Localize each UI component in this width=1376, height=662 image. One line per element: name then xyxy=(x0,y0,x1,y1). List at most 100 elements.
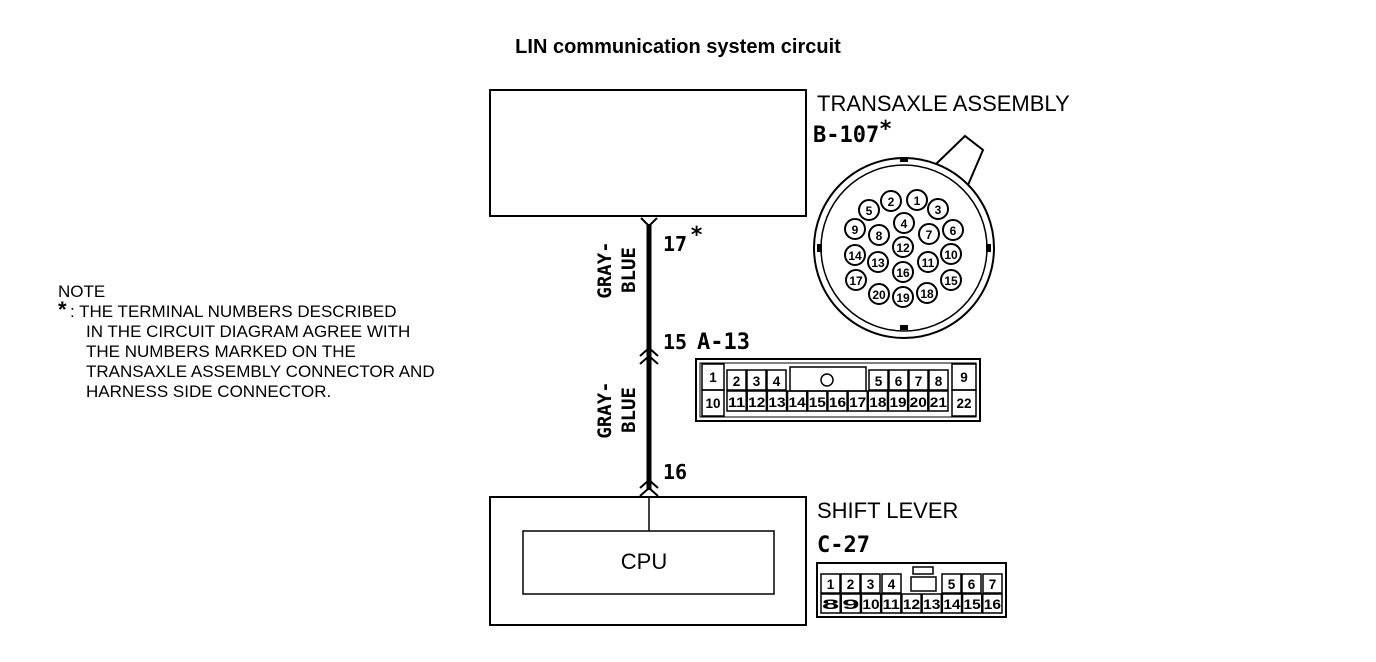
a13-cell-number: 9 xyxy=(960,370,968,385)
round-connector-key-bottom xyxy=(900,325,908,330)
c27-cell xyxy=(820,573,841,594)
round-pin xyxy=(867,251,889,273)
a13-cell xyxy=(746,390,768,412)
a13-cell xyxy=(951,389,977,417)
c27-cell-number: 3 xyxy=(867,577,875,592)
a13-cell-number: 10 xyxy=(705,396,720,411)
a13-cell-number: 20 xyxy=(910,395,927,410)
round-pin xyxy=(858,199,880,221)
note-line-2: IN THE CIRCUIT DIAGRAM AGREE WITH xyxy=(86,322,411,341)
a13-cell-number: 18 xyxy=(869,395,887,410)
transaxle-assembly-label: TRANSAXLE ASSEMBLY xyxy=(817,91,1070,116)
c27-cell-number: 16 xyxy=(984,597,1002,612)
note-line-4: TRANSAXLE ASSEMBLY CONNECTOR AND xyxy=(86,362,435,381)
wire-color-upper-line2: BLUE xyxy=(618,247,640,293)
a13-cell-number: 21 xyxy=(930,395,948,410)
a13-cell xyxy=(827,390,848,412)
c27-cell-number: 12 xyxy=(903,597,920,612)
round-pin xyxy=(940,269,962,291)
round-pin xyxy=(868,224,890,246)
c27-cell-number: 5 xyxy=(948,577,956,592)
transaxle-assembly-box xyxy=(489,89,807,217)
a13-cell xyxy=(726,390,747,412)
a13-cell xyxy=(766,390,788,412)
a13-cell-number: 22 xyxy=(956,396,971,411)
c27-cell-number: 15 xyxy=(964,597,982,612)
a13-cell xyxy=(908,369,929,391)
c27-cell xyxy=(840,573,861,594)
round-pin-number: 16 xyxy=(896,266,910,280)
round-pin-number: 12 xyxy=(896,241,910,255)
c27-cell xyxy=(860,593,882,614)
transaxle-terminal-number: 17 xyxy=(663,232,687,256)
a13-cell-number: 8 xyxy=(935,374,943,389)
round-pin-number: 11 xyxy=(922,256,935,270)
shift-lever-connector-mark xyxy=(639,478,659,497)
a13-cell-number: 11 xyxy=(728,395,746,410)
a13-cell-number: 2 xyxy=(733,374,741,389)
c27-cell xyxy=(941,593,963,614)
round-connector-latch xyxy=(934,134,985,186)
junction-terminal-number: 15 xyxy=(663,330,687,354)
note-line-3: THE NUMBERS MARKED ON THE xyxy=(86,342,356,361)
c27-cell-number: 2 xyxy=(847,577,855,592)
round-pin-number: 7 xyxy=(926,228,933,242)
c27-cell-number: 9 xyxy=(842,597,859,612)
cpu-label: CPU xyxy=(621,549,667,574)
cpu-box xyxy=(522,530,775,595)
round-pin xyxy=(906,189,928,211)
note-asterisk: * xyxy=(58,297,67,322)
round-pin-number: 17 xyxy=(849,274,863,288)
a13-cell xyxy=(847,390,869,412)
round-pin-number: 6 xyxy=(950,224,957,238)
a13-cell xyxy=(786,390,808,412)
junction-connector-code: A-13 xyxy=(697,330,750,355)
transaxle-terminal-asterisk: * xyxy=(690,223,703,248)
round-pin xyxy=(917,251,939,273)
round-pin-number: 13 xyxy=(871,256,885,270)
transaxle-connector-code: B-107 xyxy=(813,123,879,148)
c27-cell xyxy=(880,593,902,614)
a13-cell-number: 12 xyxy=(748,395,765,410)
a13-cell xyxy=(726,369,747,391)
junction-connector-mark xyxy=(639,346,659,365)
round-pin xyxy=(918,223,940,245)
c27-cell-number: 4 xyxy=(888,577,896,592)
wire-color-lower-line2: BLUE xyxy=(618,387,640,433)
a13-cell-number: 19 xyxy=(889,395,906,410)
a13-lock-hole xyxy=(820,373,834,387)
round-pin xyxy=(868,283,890,305)
transaxle-connector-asterisk: * xyxy=(879,117,892,142)
a13-cell-number: 6 xyxy=(895,374,903,389)
round-pin-number: 8 xyxy=(876,229,883,243)
wire-color-upper-line1: GRAY- xyxy=(594,241,616,298)
note-line-5: HARNESS SIDE CONNECTOR. xyxy=(86,382,332,401)
c27-cell xyxy=(820,593,841,614)
a13-cell-number: 4 xyxy=(773,374,781,389)
a13-cell xyxy=(867,390,889,412)
note-line-1: : THE TERMINAL NUMBERS DESCRIBED xyxy=(70,302,397,321)
round-pin-number: 5 xyxy=(866,204,873,218)
round-pin xyxy=(844,218,866,240)
a13-cell-number: 5 xyxy=(875,374,883,389)
round-connector-key-right xyxy=(986,244,991,252)
round-pin-number: 19 xyxy=(896,291,910,305)
c27-cell-number: 14 xyxy=(943,597,961,612)
c27-cell-number: 6 xyxy=(968,577,976,592)
terminal-fork-mark xyxy=(640,217,658,228)
c27-cell-number: 8 xyxy=(822,597,840,612)
round-pin xyxy=(845,269,867,291)
c27-cell xyxy=(881,573,902,594)
a13-cell-number: 1 xyxy=(709,370,717,385)
c27-cell-number: 11 xyxy=(883,597,901,612)
round-pin xyxy=(892,261,914,283)
c27-cell-number: 7 xyxy=(989,577,997,592)
c27-latch xyxy=(912,566,934,575)
round-pin-number: 2 xyxy=(888,195,895,209)
a13-cell xyxy=(928,369,949,391)
c27-cell xyxy=(982,573,1003,594)
c27-cell xyxy=(982,593,1003,614)
